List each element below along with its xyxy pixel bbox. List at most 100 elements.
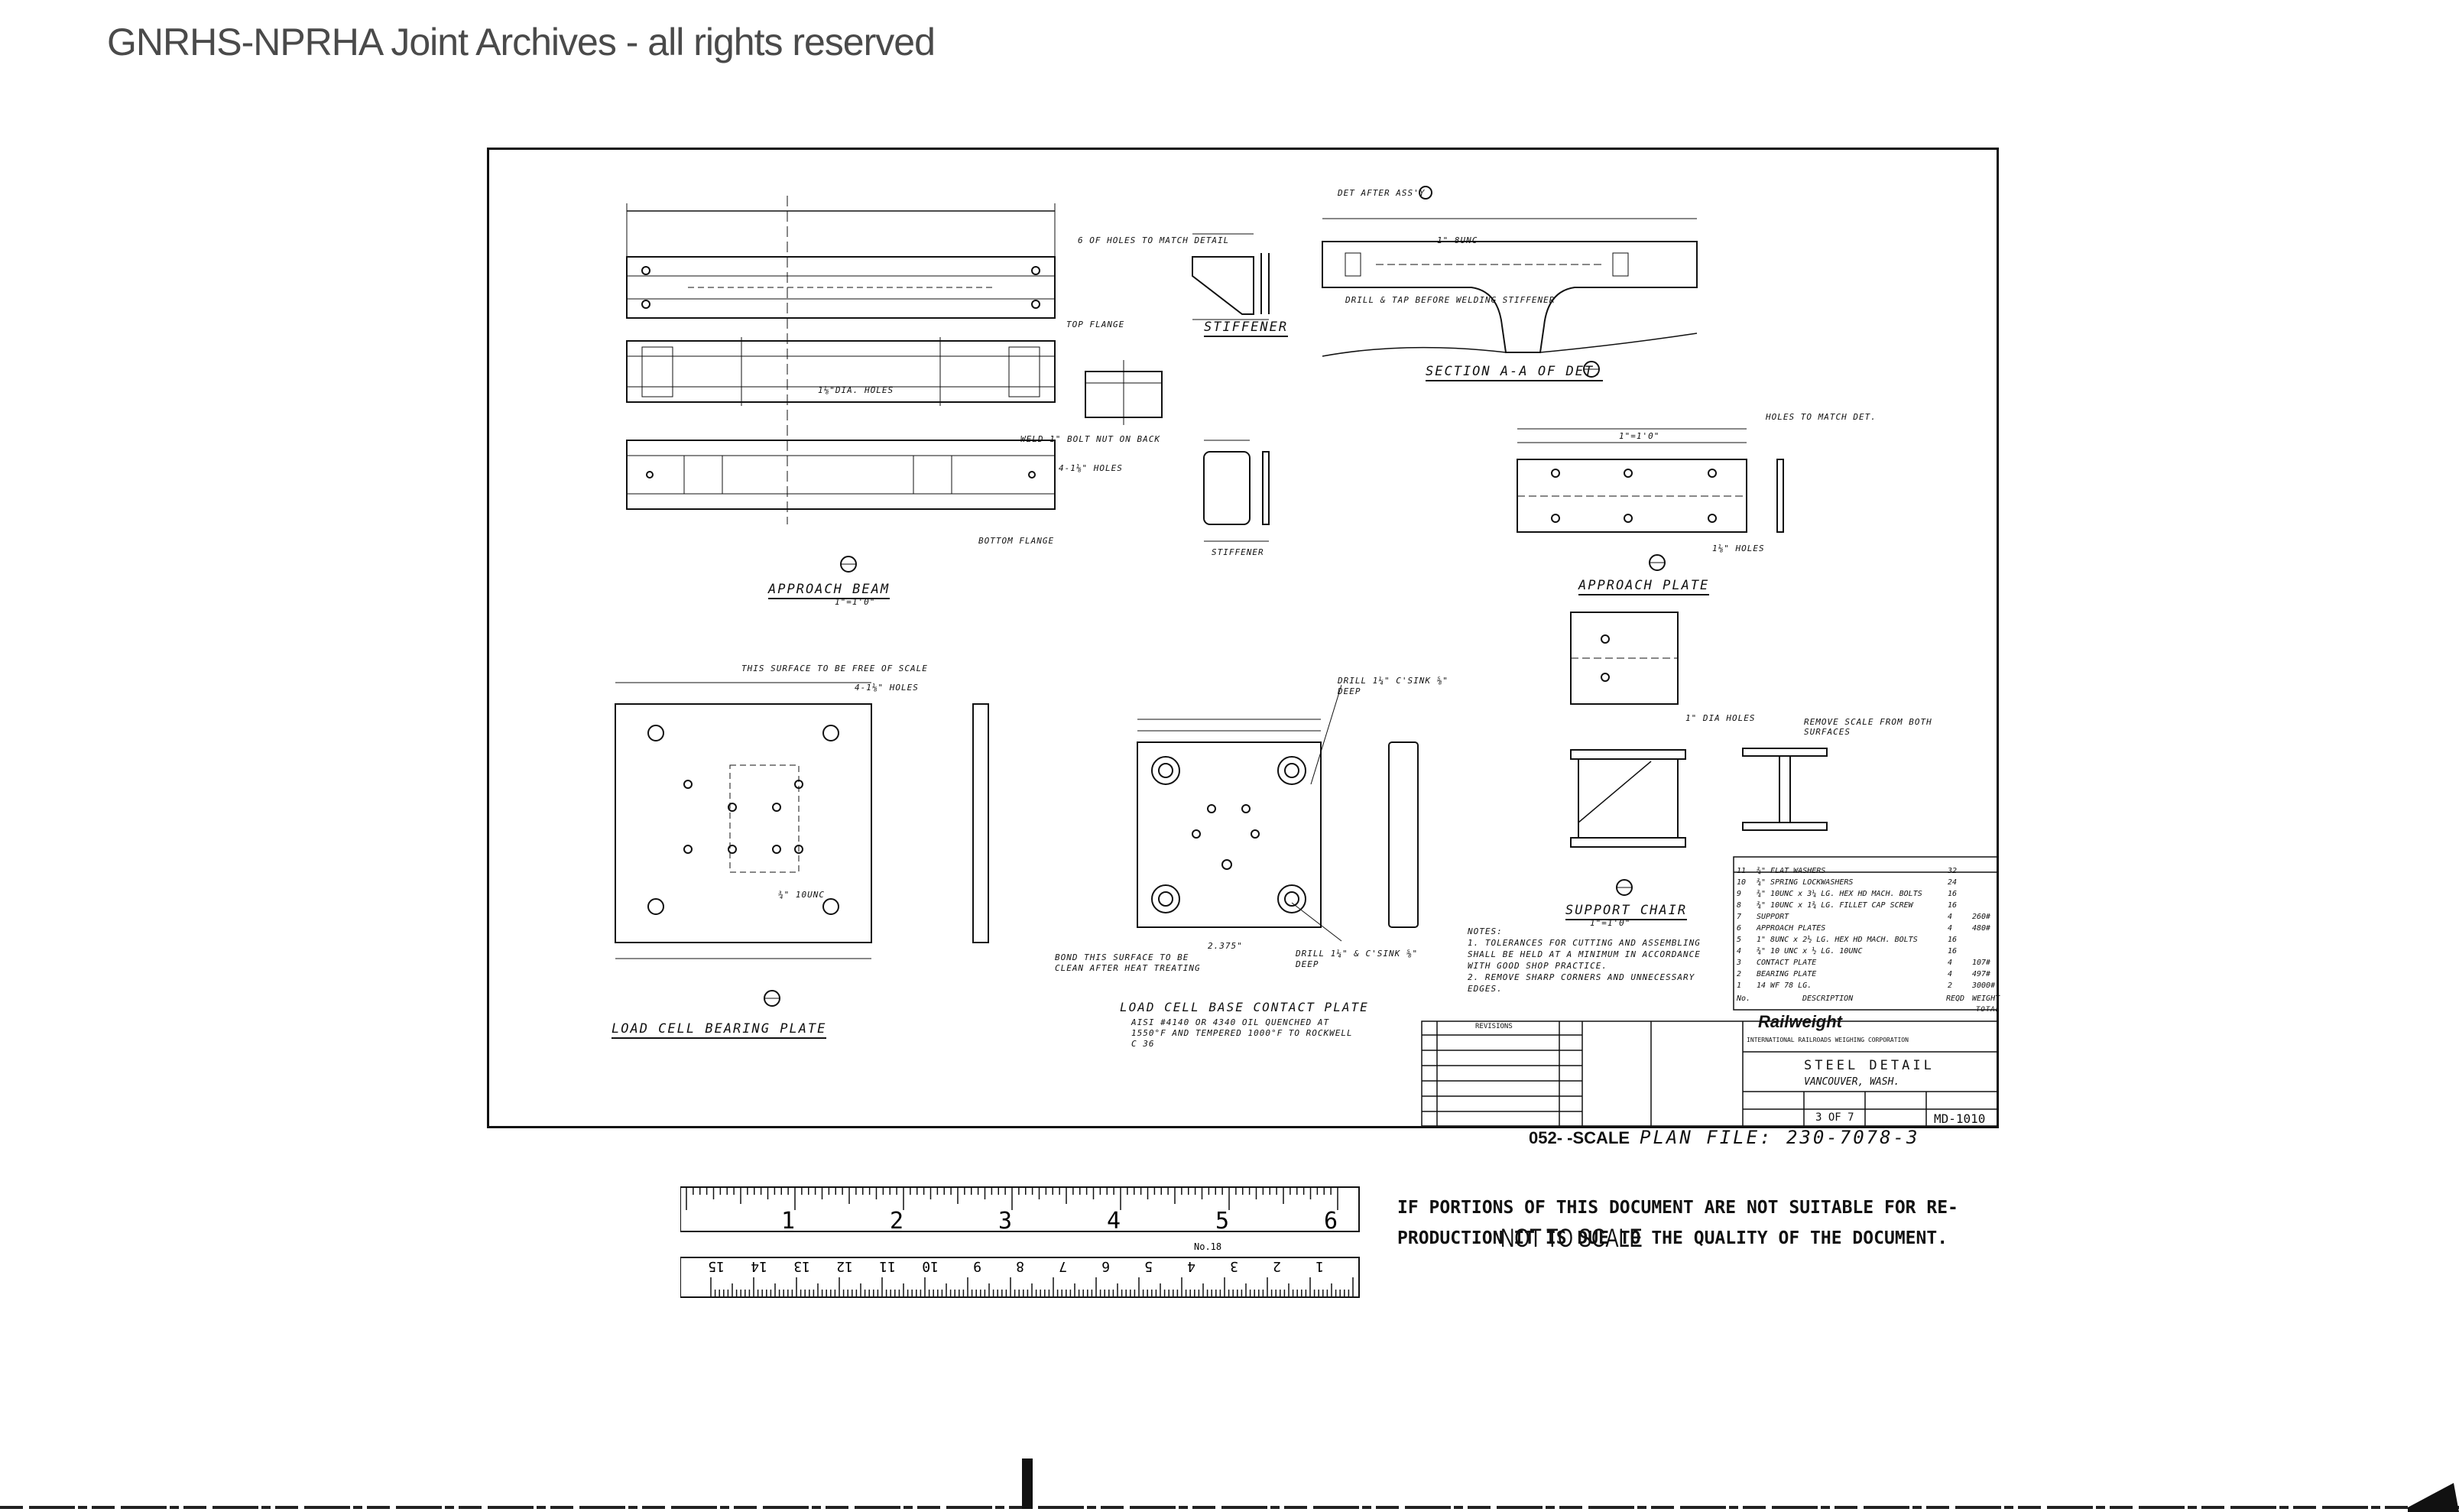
archive-header: GNRHS-NPRHA Joint Archives - all rights … (107, 21, 936, 63)
bom-cell-desc: APPROACH PLATES (1757, 924, 1826, 933)
ruler-cm-label: 9 (973, 1258, 981, 1274)
ruler-cm-label: 14 (751, 1258, 767, 1274)
bom-cell-weight: 480# (1972, 924, 1991, 933)
note-1: 1. TOLERANCES FOR CUTTING AND ASSEMBLING… (1468, 938, 1701, 971)
section-aa-unc: 1" 8UNC (1437, 235, 1478, 245)
contact-plate-drill-1: DRILL 1¼" C'SINK ⅝" DEEP (1338, 676, 1448, 696)
ruler-inch-label: 5 (1215, 1208, 1229, 1235)
bom-cell-no: 2 (1737, 970, 1742, 978)
bom-cell-reqd: 4 (1948, 924, 1953, 933)
bom-cell-reqd: 4 (1948, 970, 1953, 978)
approach-plate-holes-to-match: HOLES TO MATCH DET. (1766, 412, 1877, 422)
ruler-inch-label: 2 (890, 1208, 903, 1235)
support-chair-remove-scale: REMOVE SCALE FROM BOTH SURFACES (1804, 717, 1932, 737)
contact-plate-drill-2: DRILL 1¼" & C'SINK ⅝" DEEP (1296, 949, 1419, 969)
approach-beam-holes-to-match: 6 OF HOLES TO MATCH DETAIL (1078, 235, 1230, 245)
approach-beam-dia-holes: 1⅛"DIA. HOLES (818, 385, 894, 395)
ruler-cm-label: 7 (1059, 1258, 1067, 1274)
bearing-plate-unc: ¾" 10UNC (778, 890, 825, 900)
bom-header-no: No. (1737, 994, 1751, 1003)
bom-cell-reqd: 16 (1948, 936, 1958, 944)
bom-cell-desc: ¾" SPRING LOCKWASHERS (1757, 878, 1854, 887)
bom-total-label: TOTAL (1976, 1006, 2001, 1014)
ruler-inch-label: 1 (781, 1208, 795, 1235)
ruler-cm-label: 11 (879, 1258, 896, 1274)
bom-cell-desc: ¾" 10UNC x 3¼ LG. HEX HD MACH. BOLTS (1757, 890, 1922, 898)
drawing-number: MD-1010 (1934, 1111, 1986, 1126)
bom-header-description: DESCRIPTION (1802, 994, 1854, 1003)
ruler-inch-label: 3 (998, 1208, 1012, 1235)
approach-beam-scale: 1"=1'0" (835, 597, 876, 607)
drawing-title: STEEL DETAIL (1804, 1058, 1935, 1073)
support-chair-title: SUPPORT CHAIR (1565, 903, 1688, 920)
ruler-inch-label: 6 (1324, 1208, 1338, 1235)
bom-cell-weight: 107# (1972, 959, 1991, 967)
approach-plate-drawing (1517, 428, 1784, 571)
notes-block: NOTES: 1. TOLERANCES FOR CUTTING AND ASS… (1468, 926, 1727, 994)
drawing-location: VANCOUVER, WASH. (1804, 1076, 1900, 1088)
section-aa-det-after: DET AFTER ASS'Y (1338, 188, 1426, 198)
notes-heading: NOTES: (1468, 926, 1503, 936)
bom-cell-desc: ¾" 10 UNC x ½ LG. 10UNC (1757, 947, 1863, 956)
company-subtitle: INTERNATIONAL RAILROADS WEIGHING CORPORA… (1747, 1037, 1909, 1043)
contact-plate-dim: 2.375" (1208, 941, 1243, 951)
bom-cell-weight: 3000# (1972, 982, 1996, 990)
disclaimer-line-1: IF PORTIONS OF THIS DOCUMENT ARE NOT SUI… (1397, 1198, 1958, 1218)
bom-cell-no: 7 (1737, 913, 1742, 921)
bom-row: 1 14 WF 78 LG. 2 3000# (1734, 982, 2001, 994)
ruler-cm-label: 15 (708, 1258, 725, 1274)
section-aa-drawing (1322, 186, 1698, 378)
bom-cell-reqd: 4 (1948, 913, 1953, 921)
bom-cell-weight: 497# (1972, 970, 1991, 978)
sheet-number: 3 OF 7 (1815, 1111, 1854, 1124)
ruler-inch-label: 4 (1107, 1208, 1121, 1235)
bom-cell-reqd: 2 (1948, 982, 1953, 990)
company-name: Railweight (1758, 1012, 1843, 1031)
bom-header-weight: WEIGHT (1972, 994, 2000, 1003)
drawing-code: 052- -SCALE (1529, 1128, 1630, 1148)
ruler-cm-label: 5 (1144, 1258, 1153, 1274)
beam-end-detail-drawing (1085, 360, 1163, 425)
bom-cell-no: 10 (1737, 878, 1747, 887)
bom-cell-desc: SUPPORT (1757, 913, 1789, 921)
ruler-cm-label: 8 (1016, 1258, 1024, 1274)
bom-cell-weight: 260# (1972, 913, 1991, 921)
ruler-cm-label: 3 (1230, 1258, 1238, 1274)
not-to-scale-label: NOT TO SCALE (1500, 1224, 1643, 1253)
load-cell-base-contact-plate-title: LOAD CELL BASE CONTACT PLATE (1120, 1000, 1369, 1014)
reproduction-disclaimer: IF PORTIONS OF THIS DOCUMENT ARE NOT SUI… (1397, 1192, 1958, 1254)
bom-header-reqd: REQD (1946, 994, 1965, 1003)
support-chair-drawing (1570, 612, 1828, 896)
approach-plate-title: APPROACH PLATE (1578, 578, 1710, 595)
approach-beam-title: APPROACH BEAM (768, 582, 890, 599)
plan-file: PLAN FILE: 230-7078-3 (1640, 1127, 1920, 1148)
bill-of-materials-grid (1733, 856, 1997, 1011)
bom-cell-reqd: 4 (1948, 959, 1953, 967)
bom-row: 7 SUPPORT 4 260# (1734, 913, 2001, 926)
section-aa-title: SECTION A-A OF DET. (1426, 364, 1604, 381)
ruler-cm-label: 12 (836, 1258, 853, 1274)
drawing-linework (615, 186, 1997, 1126)
bom-cell-no: 1 (1737, 982, 1742, 990)
revisions-label: REVISIONS (1475, 1023, 1513, 1030)
contact-plate-bond-note: BOND THIS SURFACE TO BE CLEAN AFTER HEAT… (1055, 952, 1201, 973)
bom-cell-desc: CONTACT PLATE (1757, 959, 1817, 967)
load-cell-bearing-plate-drawing (615, 682, 989, 1007)
ruler-cm-label: 10 (922, 1258, 939, 1274)
approach-beam-nut-note: WELD 1" BOLT NUT ON BACK (1020, 434, 1160, 444)
approach-plate-scale: 1"=1'0" (1619, 431, 1660, 441)
bom-cell-desc: 14 WF 78 LG. (1757, 982, 1812, 990)
approach-plate-holes: 1⅛" HOLES (1712, 543, 1765, 553)
bom-cell-desc: BEARING PLATE (1757, 970, 1817, 978)
ruler-cm-label: 2 (1273, 1258, 1281, 1274)
bom-cell-desc: ¾" FLAT WASHERS (1757, 867, 1826, 875)
stiffener-bottom-drawing (1203, 440, 1270, 542)
load-cell-base-contact-plate-drawing (1137, 684, 1419, 942)
